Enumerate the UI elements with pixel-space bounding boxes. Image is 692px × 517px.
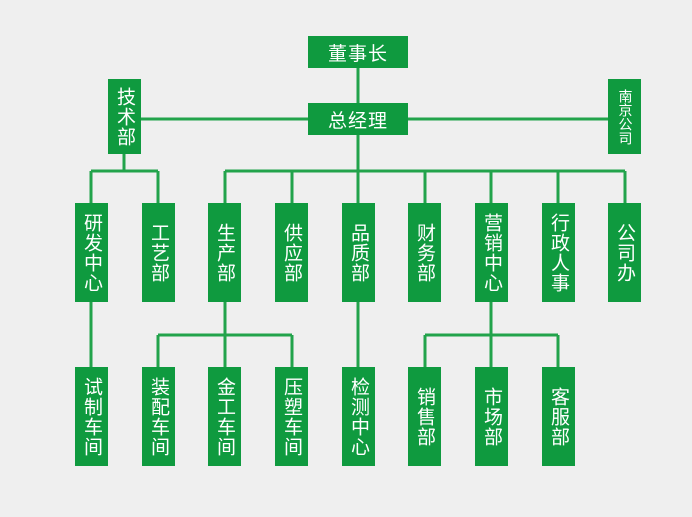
chairman-box: 董事长 [308,36,408,68]
unit-assembly-workshop-box: 装配车间 [142,367,175,466]
dept-marketing-box: 营销中心 [475,203,508,302]
unit-market-dept-box: 市场部 [475,367,508,466]
dept-quality-box: 品质部 [342,203,375,302]
dept-supply-box: 供应部 [275,203,308,302]
dept-production-box: 生产部 [208,203,241,302]
unit-service-dept-box: 客服部 [542,367,575,466]
dept-rd-box: 研发中心 [75,203,108,302]
dept-office-box: 公司办 [608,203,641,302]
dept-admin-box: 行政人事 [542,203,575,302]
dept-finance-box: 财务部 [408,203,441,302]
unit-inspection-center-box: 检测中心 [342,367,375,466]
dept-craft-box: 工艺部 [142,203,175,302]
unit-trial-workshop-box: 试制车间 [75,367,108,466]
unit-metal-workshop-box: 金工车间 [208,367,241,466]
unit-plastic-workshop-box: 压塑车间 [275,367,308,466]
tech-dept-box: 技术部 [108,79,141,154]
nanjing-company-box: 南京公司 [608,79,641,154]
unit-sales-dept-box: 销售部 [408,367,441,466]
general-manager-box: 总经理 [308,103,408,135]
